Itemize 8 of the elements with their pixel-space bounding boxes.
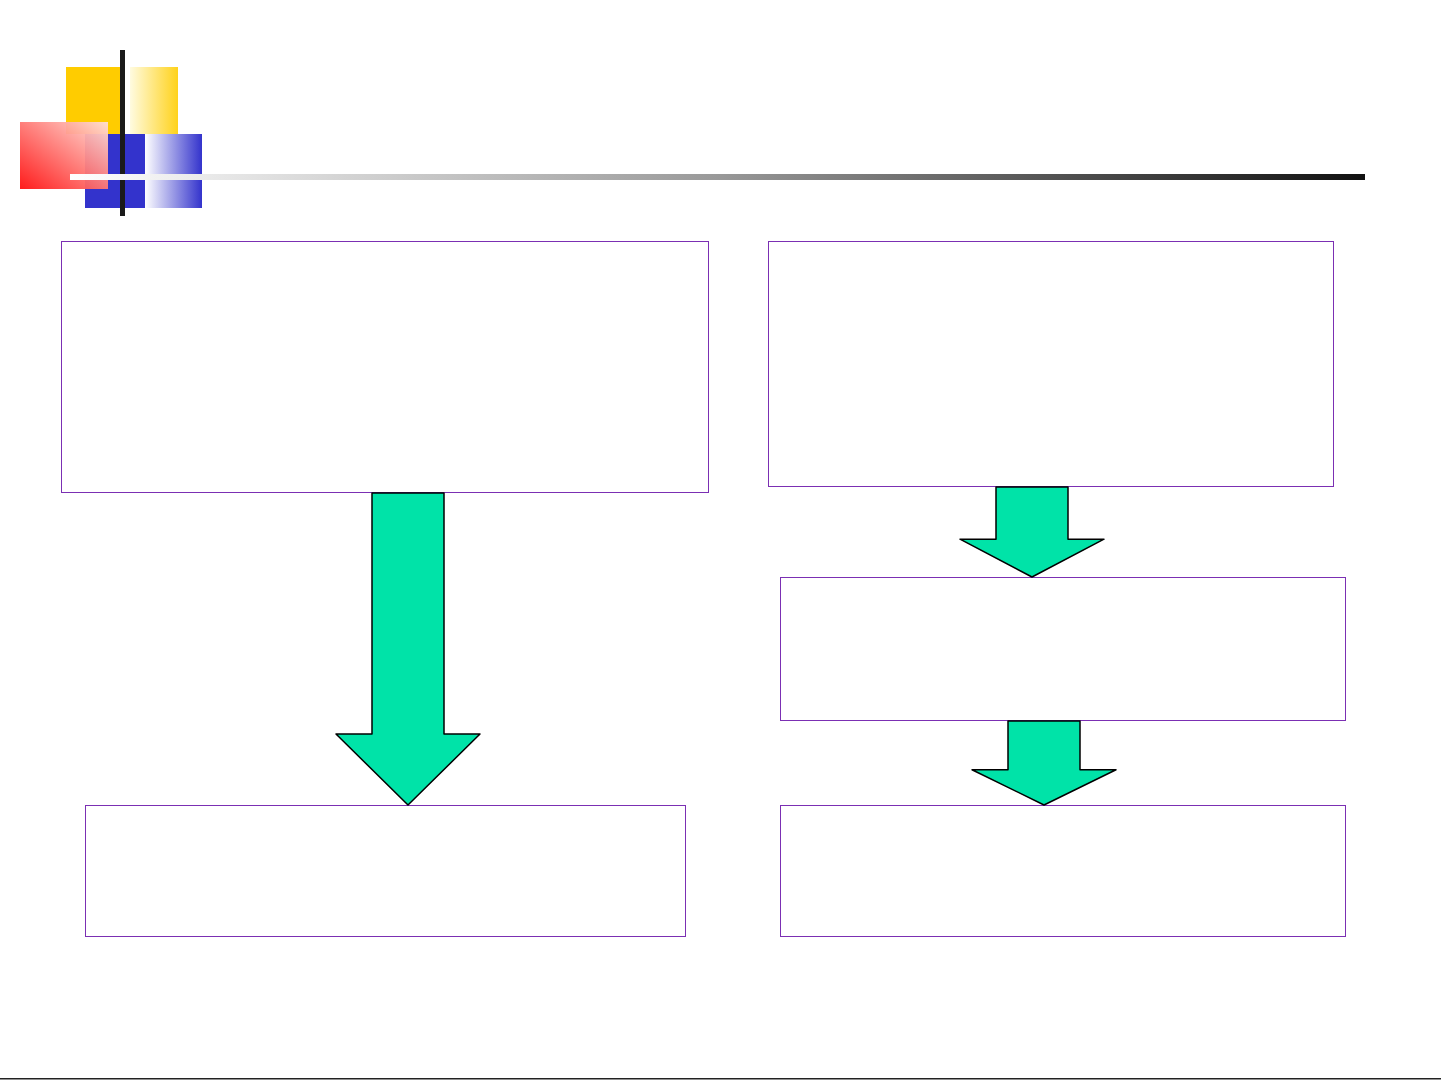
process-box <box>780 805 1346 937</box>
block-arrow <box>959 486 1105 578</box>
block-arrow <box>971 720 1117 806</box>
process-box <box>85 805 686 937</box>
process-box <box>768 241 1334 487</box>
process-box <box>61 241 709 493</box>
block-arrow <box>335 492 481 806</box>
process-box <box>780 577 1346 721</box>
